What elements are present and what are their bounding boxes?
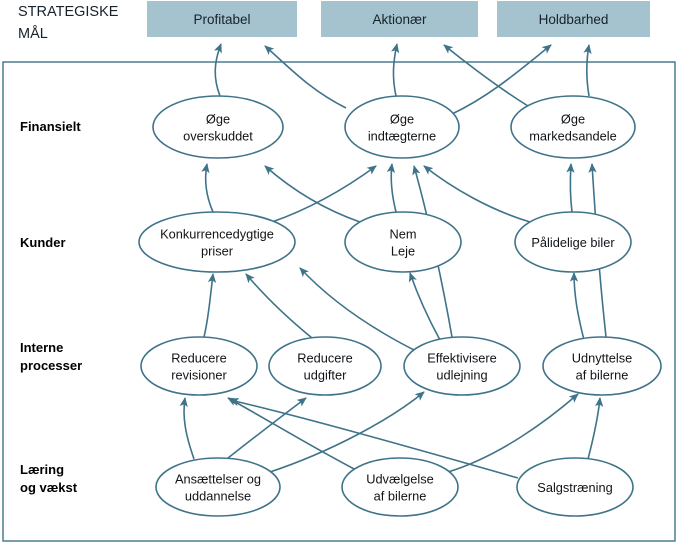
- edge-konkurrencedygtige-to-oge-overskuddet: [201, 163, 214, 213]
- edge-oge-markedsandele-to-aktionaer: [443, 44, 529, 107]
- node-effektivisere-udlejning[interactable]: Effektivisere udlejning: [403, 336, 521, 396]
- node-label-oge-indtaegterne: Øge: [390, 112, 414, 127]
- node-reducere-udgifter[interactable]: Reducere udgifter: [268, 336, 382, 396]
- node-udnyttelse-af-bilerne[interactable]: Udnyttelse af bilerne: [542, 336, 662, 396]
- edge-oge-markedsandele-to-holdbarhed: [583, 44, 592, 97]
- edge-salgstraening-to-reducere-revisioner: [229, 397, 519, 479]
- edge-nem-leje-to-oge-overskuddet: [264, 165, 361, 223]
- node-label-ansaettelser-og-uddannelse: Ansættelser og: [175, 472, 261, 487]
- node-label-oge-overskuddet: overskuddet: [183, 129, 253, 144]
- edge-effektivisere-to-nem-leje: [408, 272, 441, 341]
- node-label-konkurrencedygtige-priser: priser: [201, 244, 234, 259]
- node-palidelige-biler[interactable]: Pålidelige biler: [514, 211, 632, 273]
- edge-reducere-revisioner-to-konkurrencedygtige: [203, 273, 217, 338]
- node-label-nem-leje: Nem: [389, 227, 416, 242]
- node-ellipse-effektivisere-udlejning: [403, 336, 521, 396]
- edge-palidelige-to-oge-markedsandele: [566, 163, 575, 213]
- goal-box-profitabel[interactable]: Profitabel: [147, 1, 297, 37]
- perspective-label-finansielt: Finansielt: [20, 119, 81, 134]
- edge-oge-indtaegterne-to-aktionaer: [391, 43, 400, 97]
- node-ellipse-oge-indtaegterne: [344, 95, 460, 159]
- node-label-oge-indtaegterne: indtægterne: [368, 129, 436, 144]
- node-label-salgstraening: Salgstræning: [537, 480, 612, 495]
- title-line-1: STRATEGISKE: [18, 4, 119, 20]
- node-konkurrencedygtige-priser[interactable]: Konkurrencedygtige priser: [138, 211, 296, 273]
- node-label-oge-markedsandele: markedsandele: [529, 129, 617, 144]
- node-label-udvaelgelse-af-bilerne: af bilerne: [374, 489, 427, 504]
- node-label-reducere-revisioner: revisioner: [171, 368, 227, 383]
- node-label-oge-markedsandele: Øge: [561, 112, 585, 127]
- node-ellipse-oge-markedsandele: [510, 95, 636, 159]
- map-frame: [2, 61, 676, 542]
- edge-udvaelgelse-to-udnyttelse: [447, 393, 579, 473]
- node-reducere-revisioner[interactable]: Reducere revisioner: [140, 336, 258, 396]
- node-label-udnyttelse-af-bilerne: Udnyttelse: [572, 351, 632, 366]
- node-ellipse-palidelige-biler: [514, 211, 632, 273]
- title-block: STRATEGISKE MÅL: [18, 4, 119, 42]
- node-label-nem-leje: Leje: [391, 244, 415, 259]
- node-ellipse-nem-leje: [344, 211, 462, 273]
- node-label-ansaettelser-og-uddannelse: uddannelse: [185, 489, 251, 504]
- node-label-effektivisere-udlejning: Effektivisere: [427, 351, 496, 366]
- node-label-oge-overskuddet: Øge: [206, 112, 230, 127]
- node-label-palidelige-biler: Pålidelige biler: [531, 235, 615, 250]
- edge-reducere-udgifter-to-konkurrencedygtige: [245, 273, 313, 339]
- goal-box-rect-holdbarhed: [497, 1, 650, 37]
- node-oge-markedsandele[interactable]: Øge markedsandele: [510, 95, 636, 159]
- perspective-label-kunder: Kunder: [20, 235, 66, 250]
- map-frame-rect: [2, 61, 676, 542]
- edge-palidelige-to-oge-indtaegterne: [423, 165, 531, 223]
- node-ellipse-konkurrencedygtige-priser: [138, 211, 296, 273]
- goal-box-rect-profitabel: [147, 1, 297, 37]
- title-line-2: MÅL: [18, 25, 48, 42]
- goal-box-label-profitabel: Profitabel: [193, 12, 250, 27]
- edge-oge-indtaegterne-to-holdbarhed: [451, 44, 552, 115]
- goal-box-label-holdbarhed: Holdbarhed: [539, 12, 609, 27]
- edge-udnyttelse-to-palidelige: [569, 272, 585, 341]
- node-label-reducere-udgifter: Reducere: [297, 351, 353, 366]
- node-ansaettelser-og-uddannelse[interactable]: Ansættelser og uddannelse: [155, 457, 281, 517]
- node-ellipse-udnyttelse-af-bilerne: [542, 336, 662, 396]
- perspective-label-laering-og-vaekst: Læring: [20, 462, 64, 477]
- edge-udnyttelse-to-oge-markedsandele: [588, 163, 607, 338]
- edge-salgstraening-to-udnyttelse: [587, 397, 604, 460]
- node-ellipse-ansaettelser-og-uddannelse: [155, 457, 281, 517]
- node-ellipse-oge-overskuddet: [152, 95, 284, 159]
- node-ellipse-reducere-udgifter: [268, 336, 382, 396]
- edge-effektivisere-to-konkurrencedygtige: [299, 267, 419, 353]
- node-label-effektivisere-udlejning: udlejning: [436, 368, 487, 383]
- perspective-label-interne-processer: Interne: [20, 340, 63, 355]
- strategic-goals-row: Profitabel Aktionær Holdbarhed: [147, 1, 650, 37]
- edge-konkurrencedygtige-to-oge-indtaegterne: [271, 165, 377, 223]
- node-label-udvaelgelse-af-bilerne: Udvælgelse: [366, 472, 434, 487]
- node-oge-indtaegterne[interactable]: Øge indtægterne: [344, 95, 460, 159]
- edge-ansaettelser-to-reducere-revisioner: [179, 397, 195, 460]
- node-ellipse-reducere-revisioner: [140, 336, 258, 396]
- perspective-label-laering-og-vaekst: og vækst: [20, 480, 78, 495]
- edge-ansaettelser-to-reducere-udgifter: [227, 397, 307, 459]
- goal-box-holdbarhed[interactable]: Holdbarhed: [497, 1, 650, 37]
- edge-oge-overskuddet-to-profitabel: [213, 43, 222, 97]
- edge-ansaettelser-to-effektivisere: [269, 391, 425, 473]
- goal-box-rect-aktionaer: [321, 1, 478, 37]
- node-label-konkurrencedygtige-priser: Konkurrencedygtige: [160, 227, 274, 242]
- node-ellipse-udvaelgelse-af-bilerne: [341, 457, 459, 517]
- edge-nem-leje-to-oge-indtaegterne: [386, 163, 397, 213]
- node-label-reducere-revisioner: Reducere: [171, 351, 227, 366]
- node-ellipse-salgstraening: [516, 457, 634, 517]
- node-oge-overskuddet[interactable]: Øge overskuddet: [152, 95, 284, 159]
- node-salgstraening[interactable]: Salgstræning: [516, 457, 634, 517]
- perspective-label-interne-processer: processer: [20, 358, 82, 373]
- goal-box-label-aktionaer: Aktionær: [372, 12, 427, 27]
- nodes-layer: Øge overskuddet Øge indtægterne Øge markedsan…: [138, 95, 662, 517]
- edge-udvaelgelse-to-reducere-revisioner: [227, 397, 357, 471]
- node-label-udnyttelse-af-bilerne: af bilerne: [576, 368, 629, 383]
- goal-box-aktionaer[interactable]: Aktionær: [321, 1, 478, 37]
- node-label-reducere-udgifter: udgifter: [304, 368, 347, 383]
- edge-oge-indtaegterne-to-profitabel: [264, 45, 347, 109]
- node-udvaelgelse-af-bilerne[interactable]: Udvælgelse af bilerne: [341, 457, 459, 517]
